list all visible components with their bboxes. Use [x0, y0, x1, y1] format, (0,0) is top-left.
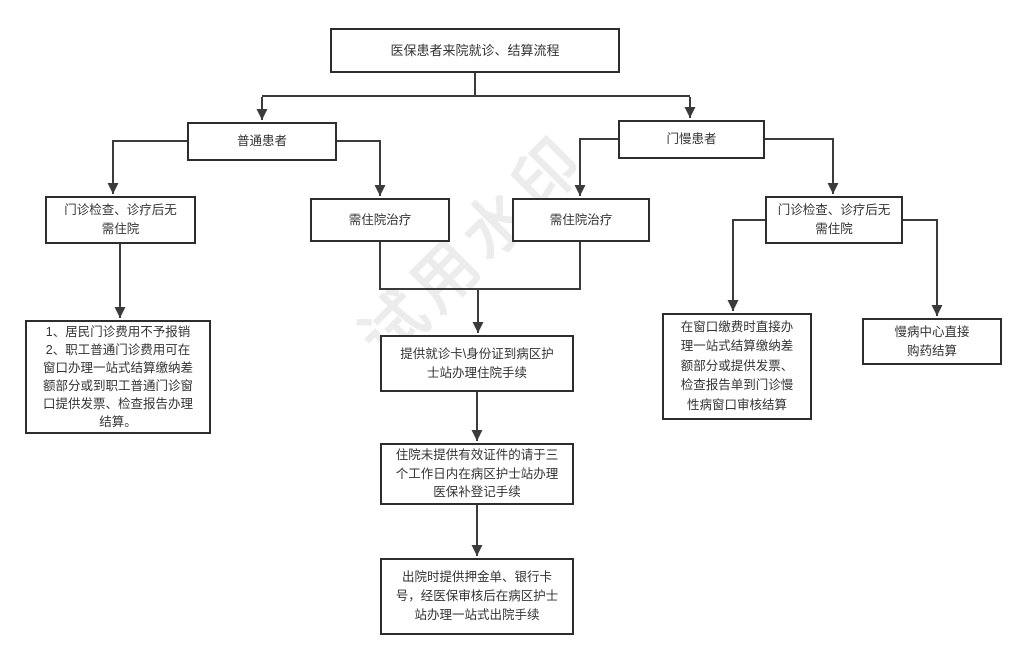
connector-to-chronic-window: [727, 219, 765, 311]
node-start: 医保患者来院就诊、结算流程: [330, 28, 620, 73]
node-ordinary-no-admission: 门诊检查、诊疗后无 需住院: [45, 196, 196, 244]
connector-ordinary-right: [337, 140, 386, 196]
node-chronic-window-settlement: 在窗口缴费时直接办 理一站式结算缴纳差 额部分或提供发票、 检查报告单到门诊慢 …: [662, 313, 812, 420]
connector-to-chronic-center: [903, 219, 943, 316]
node-ordinary-outpatient-settlement: 1、居民门诊费用不予报销 2、职工普通门诊费用可在 窗口办理一站式结算缴纳差 额…: [25, 320, 211, 434]
node-late-registration: 住院未提供有效证件的请于三 个工作日内在病区护士站办理 医保补登记手续: [380, 443, 574, 505]
node-discharge-procedure: 出院时提供押金单、银行卡 号，经医保审核后在病区护士 站办理一站式出院手续: [380, 558, 574, 635]
connector-chronic-left: [574, 138, 618, 196]
node-chronic-outpatient: 门慢患者: [618, 120, 765, 159]
node-chronic-need-admission: 需住院治疗: [512, 198, 650, 242]
node-admission-procedure: 提供就诊卡\身份证到病区护 士站办理住院手续: [380, 335, 574, 392]
node-ordinary-patient: 普通患者: [187, 122, 337, 161]
node-chronic-center-purchase: 慢病中心直接 购药结算: [862, 318, 1002, 365]
connector-chronic-right: [765, 138, 839, 194]
node-chronic-no-admission: 门诊检查、诊疗后无 需住院: [765, 196, 903, 244]
node-ordinary-need-admission: 需住院治疗: [310, 198, 450, 242]
connector-admission-merge: [379, 242, 581, 290]
connector-ordinary-left: [107, 140, 187, 194]
